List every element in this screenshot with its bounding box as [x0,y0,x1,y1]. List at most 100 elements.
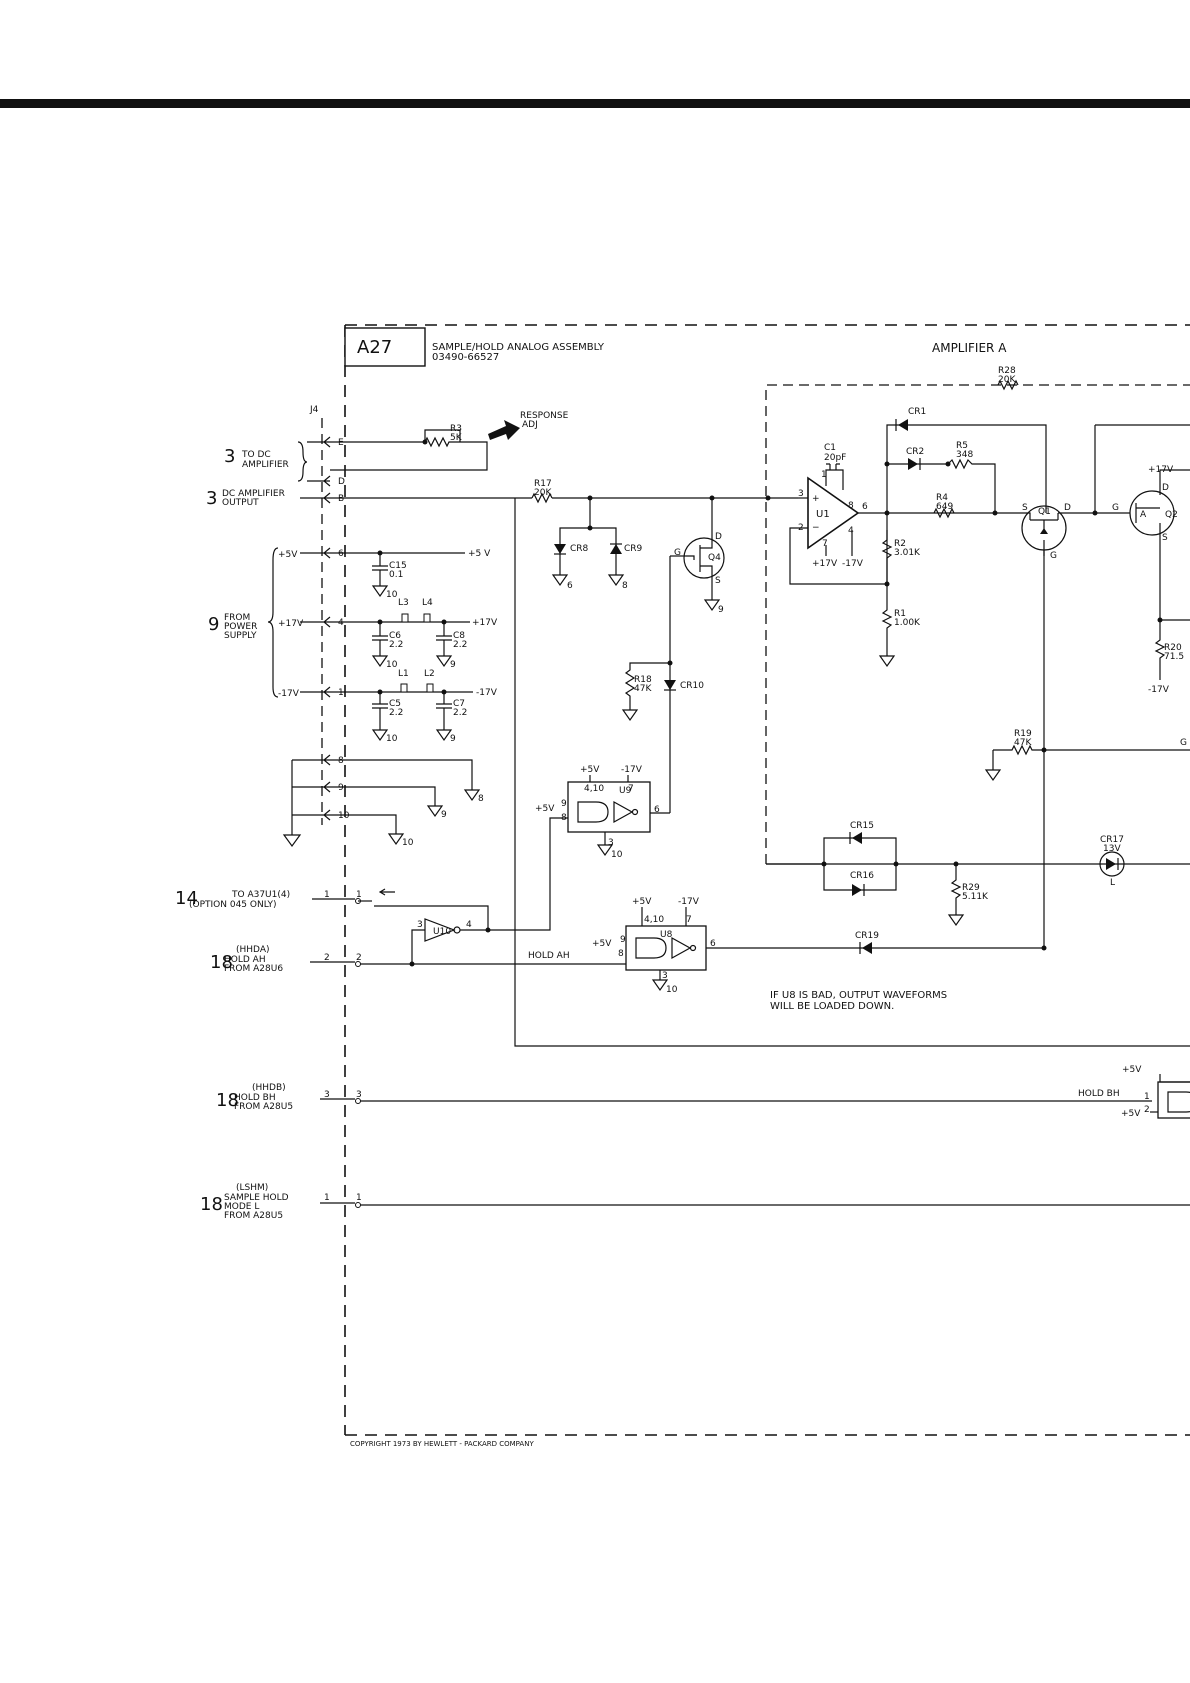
rail-label-left-p17: +17V [278,619,304,629]
svg-text:9: 9 [338,783,344,793]
svg-text:+5V: +5V [592,939,612,949]
svg-text:1: 1 [356,890,362,900]
assembly-part-number: 03490-66527 [432,352,499,363]
svg-text:S: S [1162,533,1168,543]
svg-text:9: 9 [620,935,626,945]
svg-text:FROM A28U6: FROM A28U6 [224,964,283,974]
svg-text:CR17: CR17 [1100,835,1124,845]
svg-text:1: 1 [338,688,344,698]
svg-text:4,10: 4,10 [644,915,664,925]
svg-text:E: E [338,438,344,448]
svg-text:R5: R5 [956,441,968,451]
svg-text:47K: 47K [634,684,652,694]
svg-text:9: 9 [561,799,567,809]
svg-text:47K: 47K [1014,738,1032,748]
svg-text:AMPLIFIER: AMPLIFIER [242,460,289,470]
rail-label-left-p5: +5V [278,550,298,560]
amplifier-region-boundary [514,498,1190,1047]
svg-text:S: S [715,576,721,586]
svg-text:2: 2 [1144,1105,1150,1115]
svg-text:8: 8 [848,501,854,511]
svg-text:+5V: +5V [1121,1109,1141,1119]
signal-from-power-supply: 9 FROM POWER SUPPLY [208,547,279,698]
svg-text:HOLD BH: HOLD BH [234,1093,276,1103]
response-adj-label: RESPONSE [520,411,569,421]
svg-text:(HHDB): (HHDB) [252,1083,286,1093]
svg-text:4,10: 4,10 [584,784,604,794]
svg-text:U10: U10 [433,927,451,937]
svg-text:649: 649 [936,502,953,512]
diodes-cr8-cr9: CR8 CR9 6 8 [551,498,643,591]
svg-text:Q2: Q2 [1165,510,1178,520]
transistor-q1: Q1 S D G [995,503,1095,951]
svg-text:10: 10 [666,985,678,995]
svg-text:14: 14 [175,888,198,909]
svg-text:CR19: CR19 [855,931,879,941]
svg-text:18: 18 [210,952,233,973]
assembly-border [344,324,1190,1436]
svg-text:(HHDA): (HHDA) [236,945,270,955]
svg-text:9: 9 [718,605,724,615]
svg-text:71.5: 71.5 [1164,652,1184,662]
copyright-notice: COPYRIGHT 1973 BY HEWLETT - PACKARD COMP… [350,1440,534,1448]
svg-text:-17V: -17V [621,765,643,775]
assembly-title: SAMPLE/HOLD ANALOG ASSEMBLY [432,342,605,353]
svg-text:-17V: -17V [678,897,700,907]
svg-text:+5V: +5V [580,765,600,775]
svg-text:6: 6 [338,549,344,559]
svg-text:SAMPLE HOLD: SAMPLE HOLD [224,1193,289,1203]
resistor-r28: R28 20K [997,366,1019,391]
svg-text:R28: R28 [998,366,1016,376]
svg-text:C8: C8 [453,631,465,641]
opamp-u1: U1 + − 3 2 8 6 1 4 7 C1 20pF +17V -17V [789,443,995,585]
svg-text:+5V: +5V [632,897,652,907]
svg-text:8: 8 [478,794,484,804]
svg-text:8: 8 [618,949,624,959]
svg-text:0.1: 0.1 [389,570,403,580]
svg-text:L3: L3 [398,598,409,608]
svg-text:2: 2 [324,953,330,963]
svg-text:3: 3 [608,838,614,848]
transistor-q2: G A Q2 +17V D S [1092,424,1190,623]
svg-text:L4: L4 [422,598,433,608]
svg-text:5K: 5K [450,433,463,443]
svg-text:3: 3 [662,971,668,981]
svg-text:OUTPUT: OUTPUT [222,498,259,508]
svg-text:SUPPLY: SUPPLY [224,631,257,641]
svg-text:D: D [715,532,722,542]
svg-text:2.2: 2.2 [453,708,467,718]
svg-text:R29: R29 [962,883,980,893]
svg-text:FROM A28U5: FROM A28U5 [234,1102,293,1112]
svg-text:D: D [1162,483,1169,493]
svg-text:7: 7 [686,915,692,925]
signal-sample-hold-mode: 18 (LSHM) SAMPLE HOLD MODE L FROM A28U5 [200,1183,355,1221]
svg-text:G: G [674,548,681,558]
hold-bh-line: HOLD BH +5V 1 2 +5V [360,1065,1190,1119]
svg-text:10: 10 [611,850,623,860]
svg-text:HOLD AH: HOLD AH [224,955,266,965]
svg-text:G: G [1050,551,1057,561]
svg-text:U1: U1 [816,509,830,520]
svg-text:2.2: 2.2 [389,640,403,650]
resistor-r19: R19 47K G [984,729,1190,782]
svg-text:10: 10 [386,590,398,600]
svg-text:L1: L1 [398,669,409,679]
power-filter-network: +5 V C15 0.1 10 +17V L3 L4 C6 2.2 C8 2.2… [330,549,498,848]
svg-text:9: 9 [208,614,219,635]
svg-text:FROM A28U5: FROM A28U5 [224,1211,283,1221]
svg-text:R17: R17 [534,479,552,489]
edge-pins: 1 2 3 1 1 2 3 1 [324,888,395,1208]
connector-pins: E D B 6 4 1 8 9 10 [292,436,350,821]
svg-text:R19: R19 [1014,729,1032,739]
svg-text:20K: 20K [534,488,552,498]
svg-text:9: 9 [441,810,447,820]
gate-u8: +5V -17V 4,10 7 U8 +5V 9 8 6 3 10 HOLD A… [360,897,1046,995]
response-adj-label-2: ADJ [522,420,538,430]
svg-text:8: 8 [338,756,344,766]
svg-text:U8: U8 [660,930,673,940]
svg-text:Q1: Q1 [1038,507,1051,517]
svg-text:B: B [338,494,344,504]
svg-text:A: A [1140,510,1147,520]
svg-text:Q4: Q4 [708,553,721,563]
